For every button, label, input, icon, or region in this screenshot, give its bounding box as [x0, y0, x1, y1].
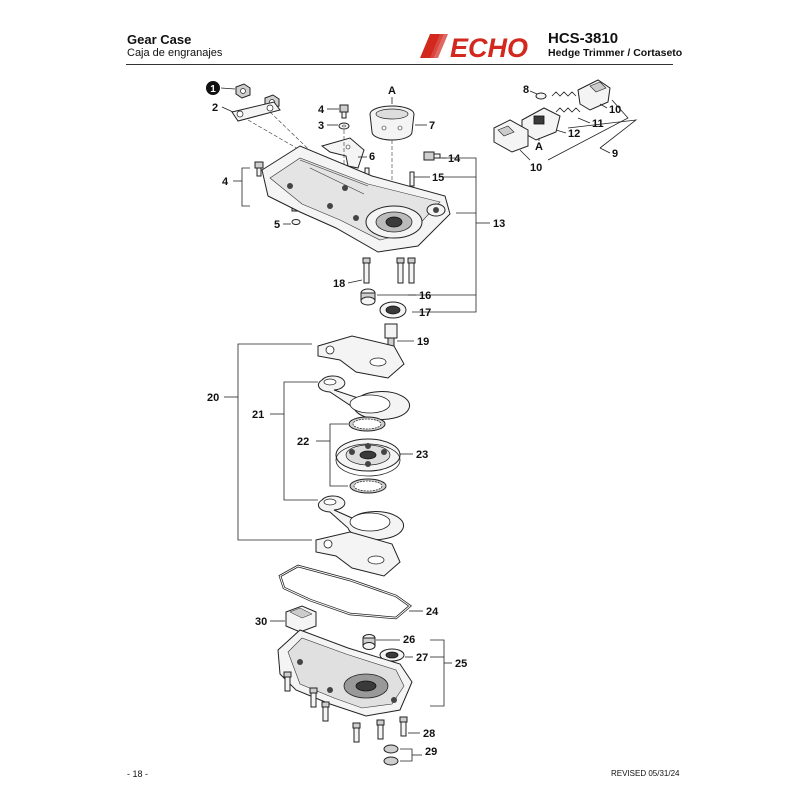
part-24-gasket — [278, 564, 413, 620]
part-17-bearing — [379, 301, 407, 319]
part-spring-top — [551, 91, 577, 97]
callout-21: 21 — [252, 409, 264, 421]
part-22-bearing-bottom — [349, 478, 387, 494]
part-20-cam-plate-top — [317, 335, 405, 379]
callout-13: 13 — [493, 218, 505, 230]
callout-8: 8 — [523, 84, 529, 96]
callout-22: 22 — [297, 436, 309, 448]
header-left: Gear Case Caja de engranajes — [127, 32, 222, 60]
page-subtitle: Caja de engranajes — [127, 47, 223, 59]
callout-16: 16 — [419, 290, 431, 302]
part-3-washer — [338, 122, 350, 130]
part-28-screws — [283, 671, 408, 743]
callout-7: 7 — [429, 120, 435, 132]
callout-4-side: 4 — [222, 176, 229, 188]
part-8-nut — [535, 92, 547, 100]
part-13-gear-case — [261, 145, 451, 253]
part-25-cover — [277, 629, 413, 717]
callout-27: 27 — [416, 652, 428, 664]
ref-A-top: A — [388, 85, 396, 97]
part-4-screw-top — [339, 104, 349, 119]
part-21-connecting-rod-top — [317, 375, 411, 421]
callout-10-top: 10 — [609, 104, 621, 116]
part-18-screws — [362, 257, 416, 284]
part-22-bearing-top — [348, 416, 386, 432]
callout-24: 24 — [426, 606, 439, 618]
callout-6: 6 — [369, 151, 375, 163]
part-6-plate — [320, 137, 365, 169]
part-26-bushing — [362, 634, 376, 650]
part-16-bushing — [360, 288, 376, 306]
callout-26: 26 — [403, 634, 415, 646]
callout-14: 14 — [448, 153, 461, 165]
callout-4-top: 4 — [318, 104, 325, 116]
page-title: Gear Case — [127, 32, 192, 47]
logo-stripes — [420, 34, 448, 58]
callout-12: 12 — [568, 128, 580, 140]
part-14-fitting — [423, 151, 441, 161]
callout-19: 19 — [417, 336, 429, 348]
part-10-block-bottom — [493, 119, 529, 153]
callout-30: 30 — [255, 616, 267, 628]
callout-2: 2 — [212, 102, 218, 114]
callout-5: 5 — [274, 219, 280, 231]
header-right: HCS-3810 Hedge Trimmer / Cortaseto — [548, 31, 682, 60]
callout-10-bottom: 10 — [530, 162, 542, 174]
callout-3: 3 — [318, 120, 324, 132]
part-29-plugs — [383, 744, 399, 766]
part-4-screw-side — [254, 161, 264, 177]
ref-A-right: A — [535, 141, 543, 153]
callout-9: 9 — [612, 148, 618, 160]
part-10-block-top — [577, 79, 611, 111]
callout-29: 29 — [425, 746, 437, 758]
header-rule — [126, 64, 673, 65]
callout-18: 18 — [333, 278, 345, 290]
callout-17: 17 — [419, 307, 431, 319]
echo-logo: ECHO — [420, 33, 528, 60]
part-spring-mid — [555, 107, 581, 113]
part-27-bearing — [379, 648, 405, 662]
model-description: Hedge Trimmer / Cortaseto — [548, 47, 683, 59]
model-number: HCS-3810 — [548, 30, 619, 47]
part-21-connecting-rod-bottom — [317, 495, 405, 541]
page-number: - 18 - — [127, 769, 149, 779]
callout-25: 25 — [455, 658, 467, 670]
callout-1-badge — [206, 81, 220, 95]
part-7-cup — [369, 105, 415, 141]
part-23-gear — [335, 438, 401, 477]
callout-20: 20 — [207, 392, 219, 404]
part-20-cam-plate-bottom — [315, 531, 401, 577]
revision-date: REVISED 05/31/24 — [611, 769, 680, 778]
callout-11: 11 — [592, 118, 604, 130]
logo-wordmark: ECHO — [450, 33, 528, 60]
callout-23: 23 — [416, 449, 428, 461]
callout-15: 15 — [432, 172, 444, 184]
callout-28: 28 — [423, 728, 435, 740]
part-30-pad — [285, 605, 317, 633]
part-1-nut — [235, 83, 251, 99]
part-2-plate — [231, 101, 281, 122]
callout-1: 1 — [210, 84, 216, 95]
